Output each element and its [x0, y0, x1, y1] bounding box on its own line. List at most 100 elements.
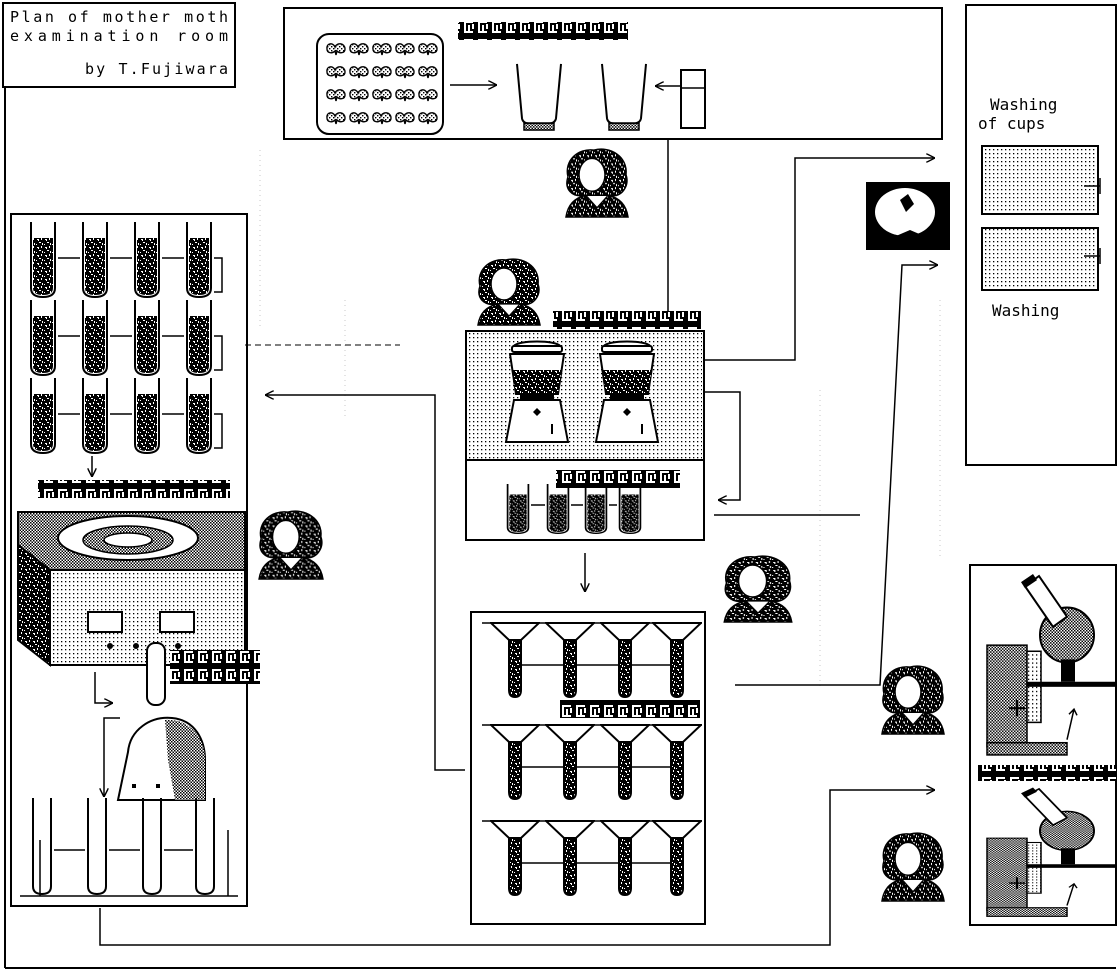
funnel-tube: [601, 623, 649, 697]
microscope-station: [970, 565, 1116, 925]
moth-icon: [373, 67, 391, 78]
test-tube: [135, 378, 159, 453]
tube-rack-row-3: [31, 378, 222, 453]
test-tube: [548, 484, 569, 533]
test-tube: [196, 798, 214, 894]
moth-icon: [373, 44, 391, 55]
funnel-tube: [653, 821, 701, 895]
moth-icon: [327, 90, 345, 101]
cup-stack: [681, 70, 705, 128]
stippled-bench: [468, 333, 702, 460]
moth-icon: [373, 90, 391, 101]
label-plate: [553, 311, 701, 329]
tube-rack-row-2: [31, 300, 222, 375]
test-tube: [187, 300, 211, 375]
funnel-tube: [653, 725, 701, 799]
moth-tray-contents: [327, 44, 437, 124]
label-plate: [170, 650, 260, 684]
test-tube: [187, 378, 211, 453]
label-plate: [458, 22, 628, 40]
person-icon: [882, 833, 944, 901]
washing-station: Washing of cups Washing: [966, 5, 1116, 465]
washing-heading-line-1: Washing: [990, 95, 1057, 114]
funnel-rack-row-1: [482, 623, 702, 697]
test-tube: [31, 378, 55, 453]
moth-icon: [396, 67, 414, 78]
funnel-rack-row-2: [482, 725, 702, 799]
title-author: by T.Fujiwara: [85, 60, 228, 78]
washing-tank: [982, 146, 1098, 214]
washing-tank: [982, 228, 1098, 290]
funnel-tube: [653, 623, 701, 697]
cup-icon: [602, 64, 646, 130]
washing-label: Washing: [992, 301, 1059, 320]
centrifuge-knob: [107, 643, 113, 649]
test-tube: [83, 378, 107, 453]
microscope-icon: [987, 574, 1115, 755]
arrow-to-left-station: [265, 395, 465, 770]
test-tube: [143, 798, 161, 894]
test-tube: [620, 484, 641, 533]
person-icon: [259, 511, 323, 579]
tube-rack-row-1: [31, 222, 222, 297]
moth-icon: [327, 44, 345, 55]
moth-icon: [419, 90, 437, 101]
test-tube: [508, 484, 529, 533]
arrow-bend: [95, 672, 113, 703]
funnel-tube: [546, 821, 594, 895]
moth-icon: [350, 90, 368, 101]
test-tube: [135, 222, 159, 297]
arrow-loop-back: [705, 392, 740, 500]
moth-icon: [373, 113, 391, 124]
funnel-rack-row-3: [482, 821, 702, 895]
moth-icon: [419, 113, 437, 124]
test-tube: [187, 222, 211, 297]
funnel-tube: [601, 725, 649, 799]
mortar-block: [118, 718, 205, 800]
moth-icon: [396, 90, 414, 101]
person-icon: [566, 149, 628, 217]
title-line-1: Plan of mother moth: [10, 8, 228, 26]
label-plate: [978, 765, 1116, 781]
test-tube: [31, 222, 55, 297]
moth-cup-station: [284, 8, 942, 139]
centrifuge: [18, 512, 245, 665]
funnel-station: [471, 612, 705, 924]
test-tube: [135, 300, 159, 375]
tall-tube-rack: [20, 798, 238, 896]
label-plate: [556, 470, 680, 488]
moth-icon: [327, 67, 345, 78]
test-tube: [33, 798, 51, 894]
test-tube: [31, 300, 55, 375]
centrifuge-station: [11, 214, 260, 906]
person-icon: [882, 666, 944, 734]
label-plate: [38, 480, 230, 498]
test-tube: [83, 300, 107, 375]
funnel-tube: [546, 725, 594, 799]
title-line-2: examination room: [10, 27, 228, 45]
person-icon: [724, 556, 791, 622]
test-tube: [586, 484, 607, 533]
moth-icon: [419, 67, 437, 78]
moth-icon: [396, 113, 414, 124]
blender-icon: [596, 342, 658, 443]
funnel-tube: [601, 821, 649, 895]
blender-station: [466, 331, 704, 540]
centrifuge-knob: [133, 643, 139, 649]
tube-rack: [508, 484, 641, 533]
washing-heading-line-2: of cups: [978, 114, 1045, 133]
moth-icon: [327, 113, 345, 124]
blender-icon: [506, 342, 568, 443]
moth-icon: [350, 67, 368, 78]
centrifuge-display: [88, 612, 122, 632]
moth-icon: [350, 44, 368, 55]
moth-icon: [419, 44, 437, 55]
title-box: Plan of mother moth examination room by …: [3, 3, 235, 87]
arrow-down: [104, 718, 120, 797]
funnel-tube: [491, 725, 539, 799]
test-tube: [88, 798, 106, 894]
funnel-tube: [491, 623, 539, 697]
funnel-tube: [546, 623, 594, 697]
funnel-tube: [491, 821, 539, 895]
